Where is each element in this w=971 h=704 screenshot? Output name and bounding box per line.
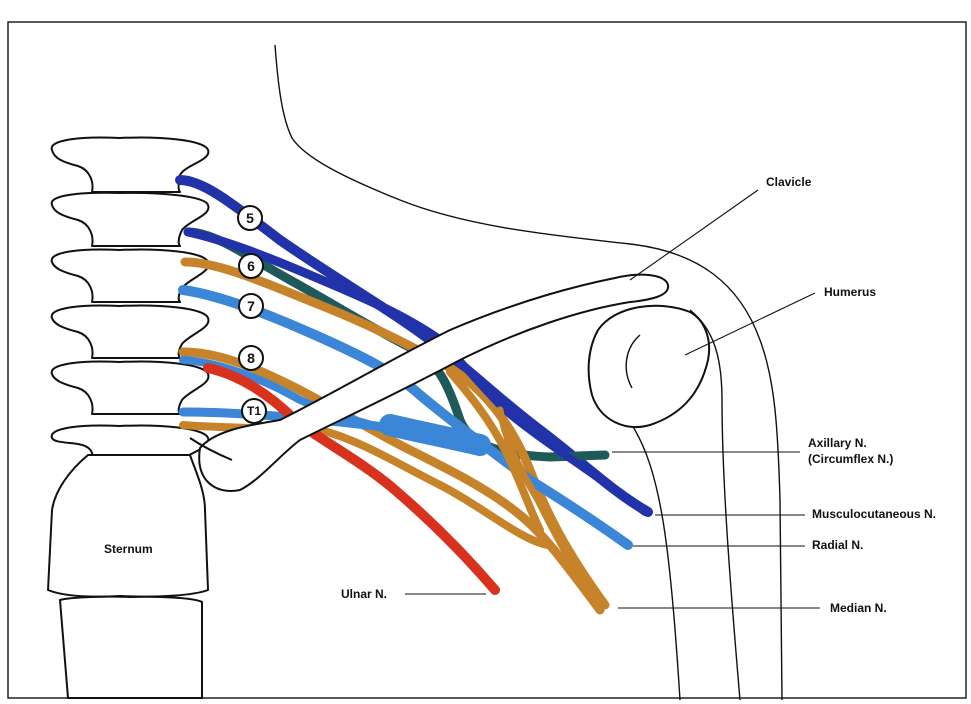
label-median: Median N.: [830, 601, 887, 615]
label-ulnar: Ulnar N.: [341, 587, 387, 601]
label-axillary: Axillary N.: [808, 436, 867, 450]
arm-outline-lower: [632, 425, 680, 700]
humerus-head: [589, 306, 709, 427]
sternum-lower: [60, 597, 202, 698]
root-label: 5: [246, 210, 254, 226]
root-label: 7: [247, 298, 255, 314]
label-sternum: Sternum: [104, 542, 153, 556]
root-label: T1: [247, 404, 261, 418]
label-humerus: Humerus: [824, 285, 876, 299]
leader-humerus: [685, 293, 815, 355]
vertebra: [52, 362, 209, 415]
label-musculocutaneous: Musculocutaneous N.: [812, 507, 936, 521]
sternum: [48, 455, 208, 597]
root-label: 8: [247, 350, 255, 366]
nerve-bundles: [180, 180, 648, 610]
label-axillary-alt: (Circumflex N.): [808, 452, 893, 466]
neck-shoulder-outline: [275, 45, 782, 700]
label-radial: Radial N.: [812, 538, 863, 552]
root-label: 6: [247, 258, 255, 274]
label-clavicle: Clavicle: [766, 175, 812, 189]
leader-clavicle: [630, 190, 758, 280]
vertebra: [52, 193, 209, 246]
